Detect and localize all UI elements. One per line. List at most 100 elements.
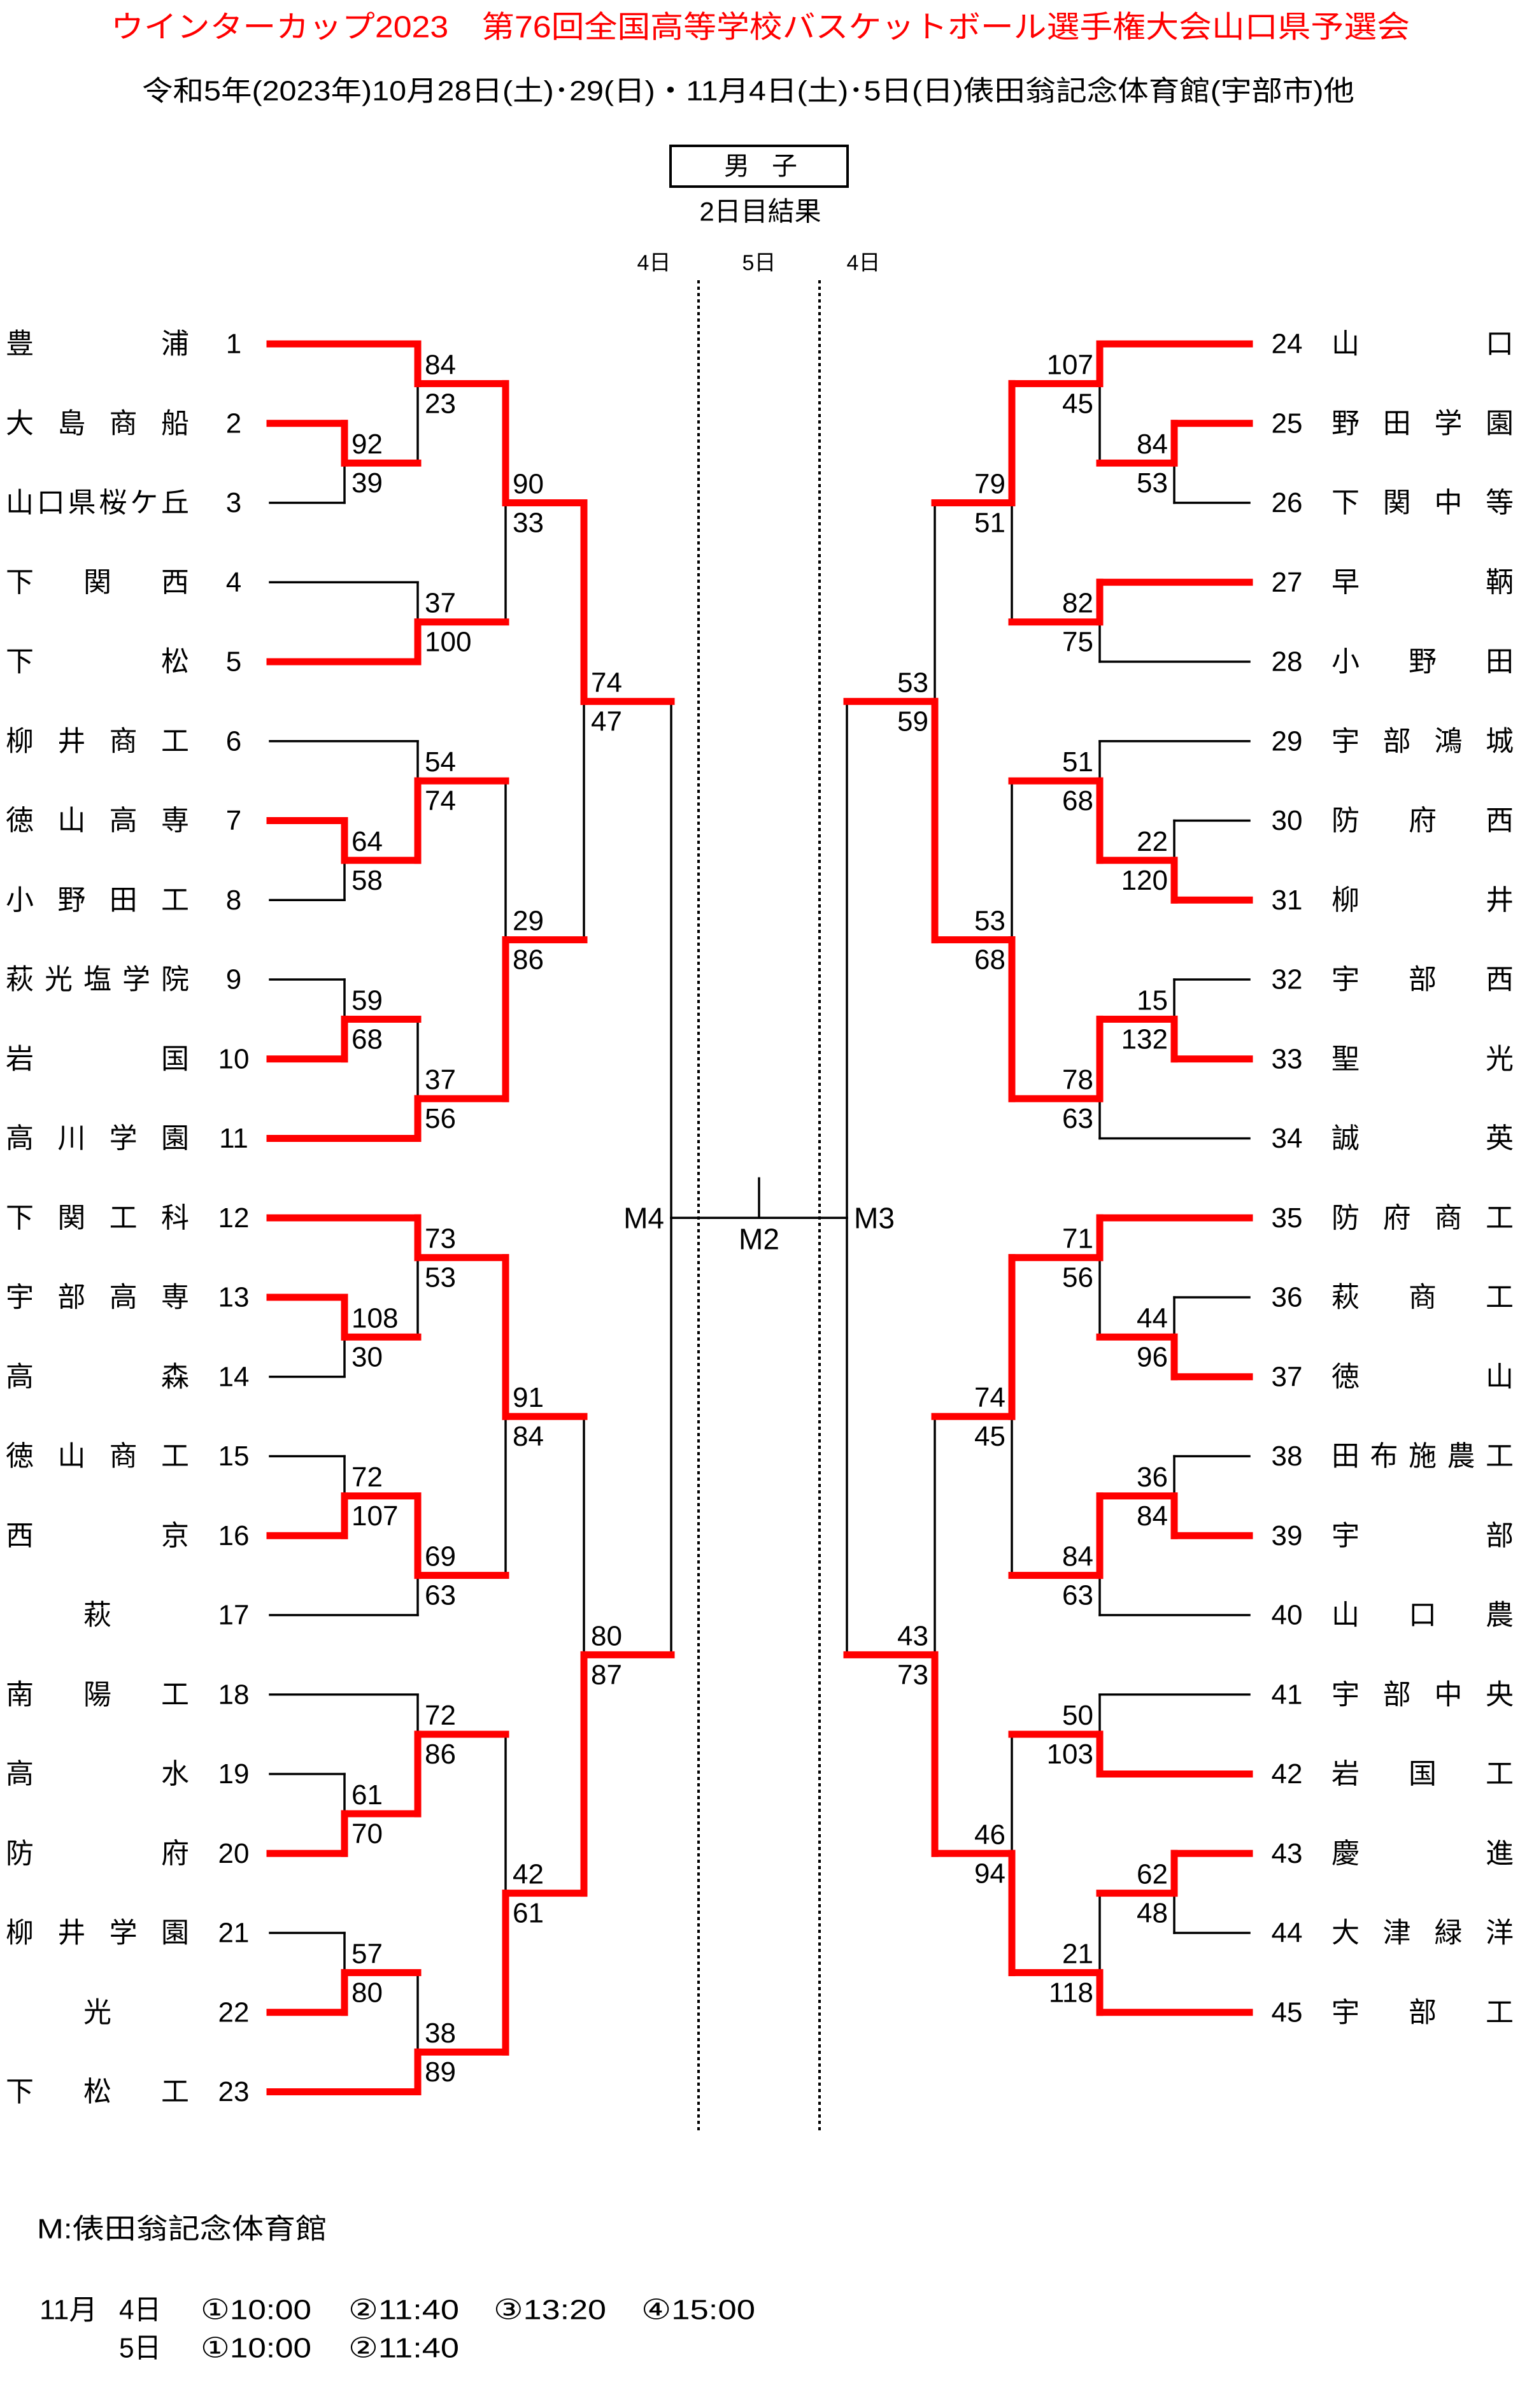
score-bottom: 84 — [1137, 1500, 1168, 1532]
team-name-char: 部 — [1409, 1997, 1437, 2028]
score-bottom: 47 — [591, 706, 622, 737]
team-name-char: 宇 — [1332, 1520, 1360, 1551]
score-bottom: 70 — [352, 1818, 383, 1849]
score-bottom: 118 — [1049, 1977, 1093, 2008]
team-entry: 21柳井学園 — [6, 1918, 249, 1949]
score-top: 38 — [425, 2018, 456, 2049]
team-seed-number: 25 — [1272, 408, 1303, 439]
team-name-char: 岩 — [6, 1043, 34, 1074]
team-name: 大津緑洋 — [1332, 1918, 1514, 1949]
team-name: 下関工科 — [6, 1202, 189, 1234]
team-entry: 15徳山商工 — [6, 1441, 249, 1472]
team-name-char: 小 — [1332, 646, 1360, 678]
team-name-char: 島 — [57, 408, 85, 439]
team-name-char: 西 — [6, 1520, 34, 1551]
team-name-char: 部 — [1383, 725, 1411, 757]
team-name: 宇部 — [1332, 1520, 1514, 1551]
footer: M:俵田翁記念体育館 11月 4日 ①10:00 ②11:40 ③13:20 ④… — [37, 2214, 755, 2364]
team-name-char: 大 — [6, 408, 34, 439]
team-name: 下松工 — [6, 2076, 189, 2107]
team-name: 宇部西 — [1332, 964, 1514, 995]
team-seed-number: 42 — [1272, 1758, 1303, 1790]
score-bottom: 120 — [1121, 865, 1168, 896]
team-seed-number: 9 — [226, 964, 241, 995]
team-name-char: 学 — [1434, 408, 1462, 439]
team-name-char: 田 — [1332, 1441, 1360, 1472]
team-name-char: 柳 — [6, 725, 34, 757]
team-seed-number: 16 — [218, 1520, 250, 1551]
team-name-char: 南 — [6, 1679, 34, 1710]
team-name-char: 松 — [83, 2076, 111, 2107]
team-name-char: 県 — [68, 487, 96, 518]
score-bottom: 53 — [1137, 467, 1168, 499]
score-top: 46 — [974, 1819, 1005, 1850]
team-name: 徳山 — [1332, 1361, 1514, 1392]
score-bottom: 56 — [425, 1103, 456, 1134]
team-entry: 7 徳山高専 — [6, 805, 241, 836]
team-name: 徳山商工 — [6, 1441, 189, 1472]
team-seed-number: 24 — [1272, 329, 1303, 360]
team-entry: 22光 — [83, 1997, 249, 2028]
team-name: 宇部中央 — [1332, 1679, 1514, 1710]
team-name: 小野田 — [1332, 646, 1514, 678]
team-entry: 19高水 — [6, 1758, 249, 1790]
team-entry: 10岩国 — [6, 1043, 249, 1074]
score-bottom: 94 — [974, 1858, 1005, 1889]
team-name-char: 府 — [161, 1838, 189, 1869]
schedule-row: 5日 ①10:00 ②11:40 — [119, 2333, 459, 2364]
score-bottom: 45 — [974, 1421, 1005, 1452]
score-top: 108 — [352, 1302, 398, 1334]
score-top: 92 — [352, 429, 383, 460]
team-name-char: 宇 — [1332, 1679, 1360, 1710]
team-name-char: 浦 — [161, 329, 189, 360]
team-seed-number: 44 — [1272, 1918, 1303, 1949]
score-top: 37 — [425, 1064, 456, 1095]
final-label: M2 — [739, 1222, 779, 1255]
header: ウインターカップ2023 第76回全国高等学校バスケットボール選手権大会山口県予… — [111, 11, 1410, 276]
team-name-char: 高 — [110, 805, 138, 836]
team-name-char: 津 — [1383, 1918, 1411, 1949]
score-top: 82 — [1062, 588, 1093, 619]
team-seed-number: 1 — [226, 329, 241, 360]
team-name-char: 下 — [6, 2076, 34, 2107]
team-name-char: 部 — [1409, 964, 1437, 995]
team-name-char: 工 — [161, 1441, 189, 1472]
score-bottom: 23 — [425, 388, 456, 419]
team-name-char: 山 — [1332, 1600, 1360, 1631]
score-bottom: 68 — [974, 944, 1005, 976]
team-name-char: 下 — [6, 567, 34, 598]
team-name-char: 商 — [1434, 1202, 1462, 1234]
team-name-char: 小 — [6, 885, 34, 916]
team-name-char: 早 — [1332, 567, 1360, 598]
team-name-char: 鴻 — [1434, 725, 1462, 757]
team-name-char: 萩 — [1332, 1282, 1360, 1313]
score-bottom: 63 — [1062, 1580, 1093, 1611]
team-name: 徳山高専 — [6, 805, 189, 836]
team-name-char: 豊 — [6, 329, 34, 360]
score-bottom: 74 — [425, 785, 456, 816]
score-top: 54 — [425, 746, 456, 778]
team-seed-number: 7 — [226, 805, 241, 836]
team-name: 下松 — [6, 646, 189, 678]
team-entry: 16西京 — [6, 1520, 249, 1551]
team-entry: 12下関工科 — [6, 1202, 249, 1234]
team-seed-number: 5 — [226, 646, 241, 678]
semifinal-label: M4 — [623, 1201, 664, 1234]
team-name: 柳井学園 — [6, 1918, 189, 1949]
team-name-char: 川 — [57, 1123, 85, 1154]
team-entry: 17萩 — [83, 1600, 249, 1631]
team-name: 高水 — [6, 1758, 189, 1790]
team-name: 山口 — [1332, 329, 1514, 360]
team-name-char: 防 — [6, 1838, 34, 1869]
team-seed-number: 29 — [1272, 725, 1303, 757]
score-bottom: 58 — [352, 865, 383, 896]
team-name-char: 院 — [161, 964, 189, 995]
schedule-slot: ①10:00 — [201, 2333, 311, 2364]
score-top: 37 — [425, 588, 456, 619]
score-bottom: 84 — [513, 1421, 544, 1452]
team-entry: 5 下松 — [6, 646, 241, 678]
team-name-char: 口 — [1486, 329, 1514, 360]
